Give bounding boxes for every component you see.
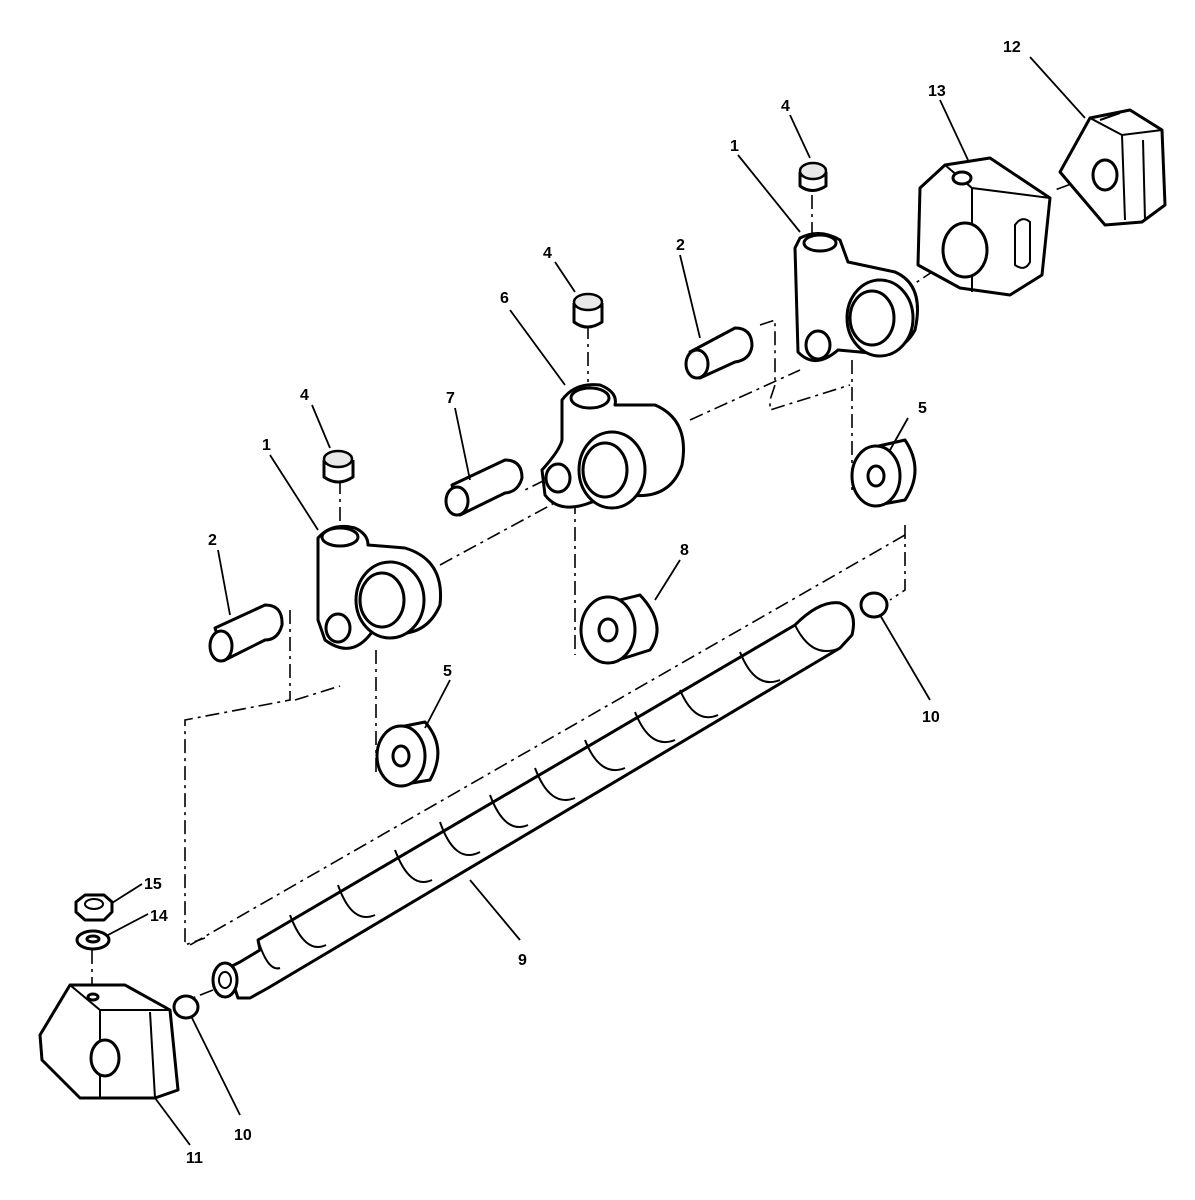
callout-10-lower: 10: [234, 1127, 252, 1144]
bearing-block-part: [916, 156, 1052, 297]
callout-5-upper: 5: [918, 400, 927, 417]
roller-middle: [579, 593, 659, 665]
roller-upper: [850, 438, 917, 508]
washer-part: [75, 929, 111, 951]
callout-6: 6: [500, 290, 509, 307]
callout-14: 14: [150, 908, 168, 925]
callout-9: 9: [518, 952, 527, 969]
bracket-upper-part: [1058, 108, 1167, 227]
bracket-lower-part: [38, 983, 180, 1100]
callout-5-lower: 5: [443, 663, 452, 680]
set-screw-lower: [322, 449, 355, 484]
callout-2-upper: 2: [676, 237, 685, 254]
callout-2-lower: 2: [208, 532, 217, 549]
callout-11: 11: [186, 1150, 203, 1167]
callouts: 12 13 4 1 4 2 6 5 4 7 1 8 2 5 10 9 15 14…: [144, 39, 1021, 1167]
callout-13: 13: [928, 83, 946, 100]
callout-1-lower: 1: [262, 437, 271, 454]
callout-15: 15: [144, 876, 162, 893]
assembly-lines: [91, 168, 1096, 1004]
set-screw-upper: [798, 161, 828, 192]
callout-7: 7: [446, 390, 455, 407]
pin-lower: [208, 603, 284, 663]
plug-lower: [172, 994, 200, 1020]
camshaft-part: [211, 601, 855, 1000]
callout-4-middle: 4: [543, 245, 552, 262]
callout-8: 8: [680, 542, 689, 559]
leader-lines: [107, 56, 1086, 1146]
rocker-arm-lower: [316, 524, 443, 650]
rocker-arm-middle: [540, 383, 685, 510]
pin-upper: [684, 326, 754, 380]
callout-12: 12: [1003, 39, 1021, 56]
plug-upper: [859, 591, 889, 619]
callout-1-upper: 1: [730, 138, 739, 155]
roller-lower: [375, 720, 440, 788]
pin-middle: [444, 458, 524, 517]
set-screw-middle: [572, 292, 604, 329]
nut-part: [74, 893, 114, 922]
callout-4-upper: 4: [781, 98, 790, 115]
callout-10-upper: 10: [922, 709, 940, 726]
callout-4-lower: 4: [300, 387, 309, 404]
rocker-arm-upper: [793, 232, 919, 362]
